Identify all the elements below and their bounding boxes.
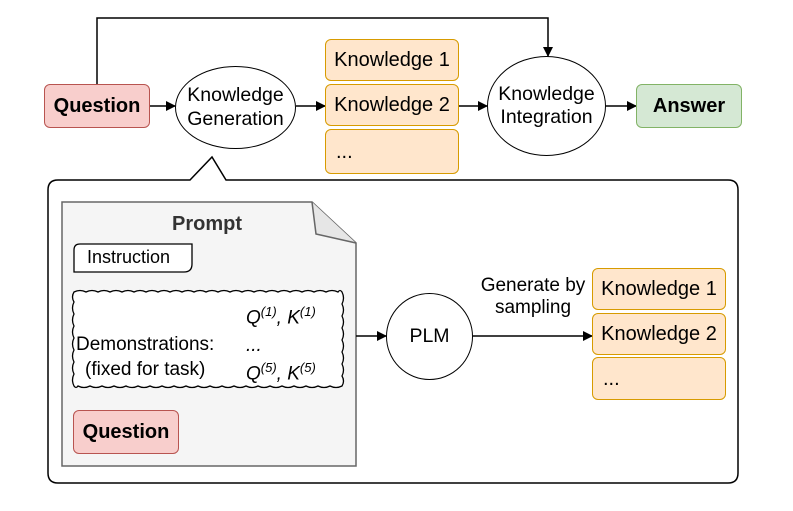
demonstrations-sublabel: (fixed for task) — [85, 359, 206, 380]
demo-q5-sup: (5) — [260, 360, 277, 375]
demo-q1-sup: (1) — [260, 304, 277, 319]
edge-label-line-1: Generate by — [480, 275, 586, 296]
demonstrations-label: Demonstrations: — [76, 334, 215, 355]
instruction-label: Instruction — [87, 247, 171, 267]
demo-k5-sup: (5) — [299, 360, 316, 375]
generated-knowledge-more: ... — [592, 357, 726, 400]
arrow-question-to-integration — [96, 17, 553, 84]
generated-knowledge-2: Knowledge 2 — [592, 313, 726, 355]
demo-q1: Q — [246, 307, 261, 329]
knowledge-generation-line-2: Generation — [187, 107, 284, 130]
prompt-title: Prompt — [172, 213, 242, 235]
question-node: Question — [44, 84, 150, 128]
knowledge-item-1: Knowledge 1 — [325, 39, 459, 81]
answer-node: Answer — [636, 84, 742, 128]
demo-q5: Q — [246, 363, 261, 385]
knowledge-generation-line-1: Knowledge — [187, 84, 284, 107]
edge-label-line-2: sampling — [494, 296, 572, 318]
demo-ellipsis: ... — [246, 335, 262, 356]
knowledge-item-2: Knowledge 2 — [325, 84, 459, 126]
demo-k1-sup: (1) — [299, 304, 316, 319]
knowledge-integration-line-1: Knowledge — [498, 82, 595, 105]
demo-k5: K — [287, 363, 300, 385]
demo-last-pair: Q(5), K(5) — [246, 360, 316, 385]
edge-label: Generate by sampling — [478, 275, 588, 319]
demo-first-pair: Q(1), K(1) — [246, 304, 316, 329]
knowledge-generation-node: Knowledge Generation — [175, 66, 296, 149]
knowledge-item-more: ... — [325, 129, 459, 174]
generated-knowledge-1: Knowledge 1 — [592, 268, 726, 310]
demonstrations-box — [71, 289, 345, 389]
prompt-fold — [311, 201, 357, 244]
knowledge-integration-line-2: Integration — [500, 106, 593, 128]
instruction-tab — [73, 243, 193, 273]
plm-node: PLM — [386, 293, 473, 380]
demo-k1: K — [287, 307, 300, 329]
prompt-question-node: Question — [73, 410, 179, 454]
knowledge-integration-node: Knowledge Integration — [487, 56, 606, 156]
